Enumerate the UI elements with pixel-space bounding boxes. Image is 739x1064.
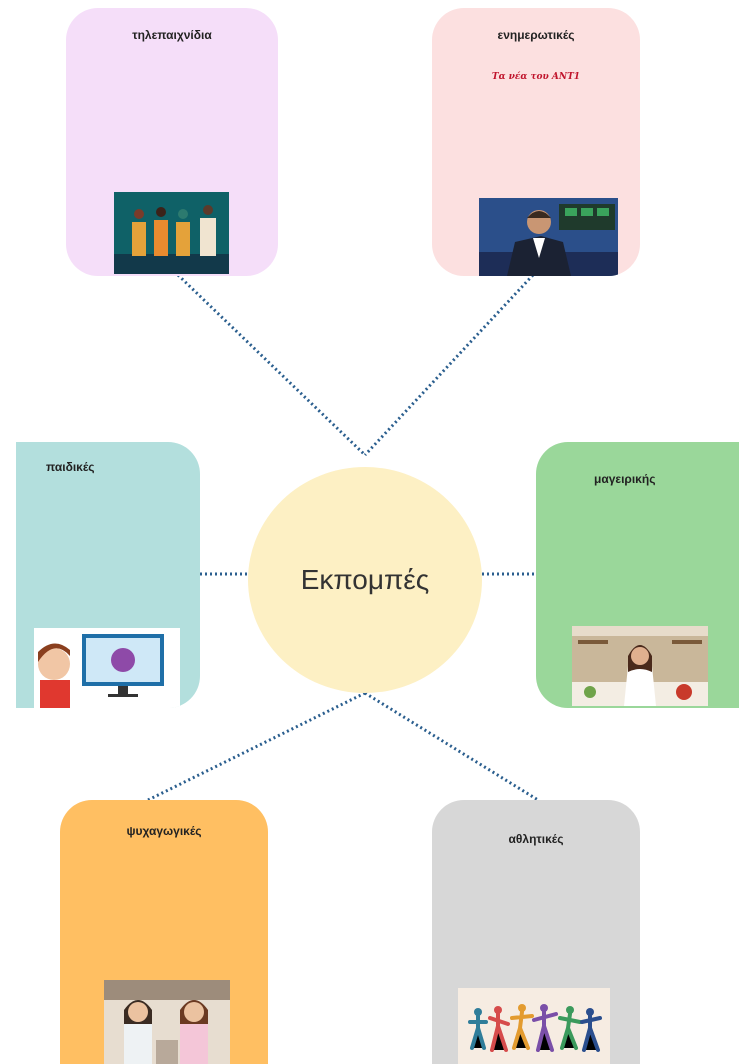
- entertainment-show-image: [104, 980, 230, 1064]
- node-entertainment: ψυχαγωγικές: [60, 800, 268, 1064]
- node-game-shows-label: τηλεπαιχνίδια: [132, 28, 212, 42]
- connector-game-shows: [176, 273, 367, 457]
- center-node: Εκπομπές: [248, 467, 482, 693]
- node-cooking-label: μαγειρικής: [594, 472, 656, 486]
- node-kids-label: παιδικές: [46, 460, 95, 474]
- node-news-label: ενημερωτικές: [497, 28, 575, 42]
- connector-news: [363, 273, 535, 457]
- game-show-image: [114, 192, 229, 274]
- news-channel-caption: Τα νέα του ANT1: [491, 72, 581, 82]
- node-game-shows: τηλεπαιχνίδια: [66, 8, 278, 276]
- center-node-label: Εκπομπές: [300, 564, 430, 595]
- node-sports-label: αθλητικές: [508, 832, 564, 846]
- node-sports: αθλητικές: [432, 800, 640, 1064]
- node-entertainment-label: ψυχαγωγικές: [126, 824, 202, 838]
- kid-watching-tv-image: [34, 628, 180, 708]
- node-kids: παιδικές: [16, 442, 200, 708]
- sports-image: [458, 988, 610, 1064]
- node-cooking: μαγειρικής: [536, 442, 739, 708]
- news-anchor-image: [479, 198, 618, 276]
- cooking-show-image: [572, 626, 708, 706]
- node-news: ενημερωτικές Τα νέα του ANT1: [432, 8, 640, 276]
- connector-entertainment: [147, 691, 366, 802]
- connector-sports: [364, 691, 539, 802]
